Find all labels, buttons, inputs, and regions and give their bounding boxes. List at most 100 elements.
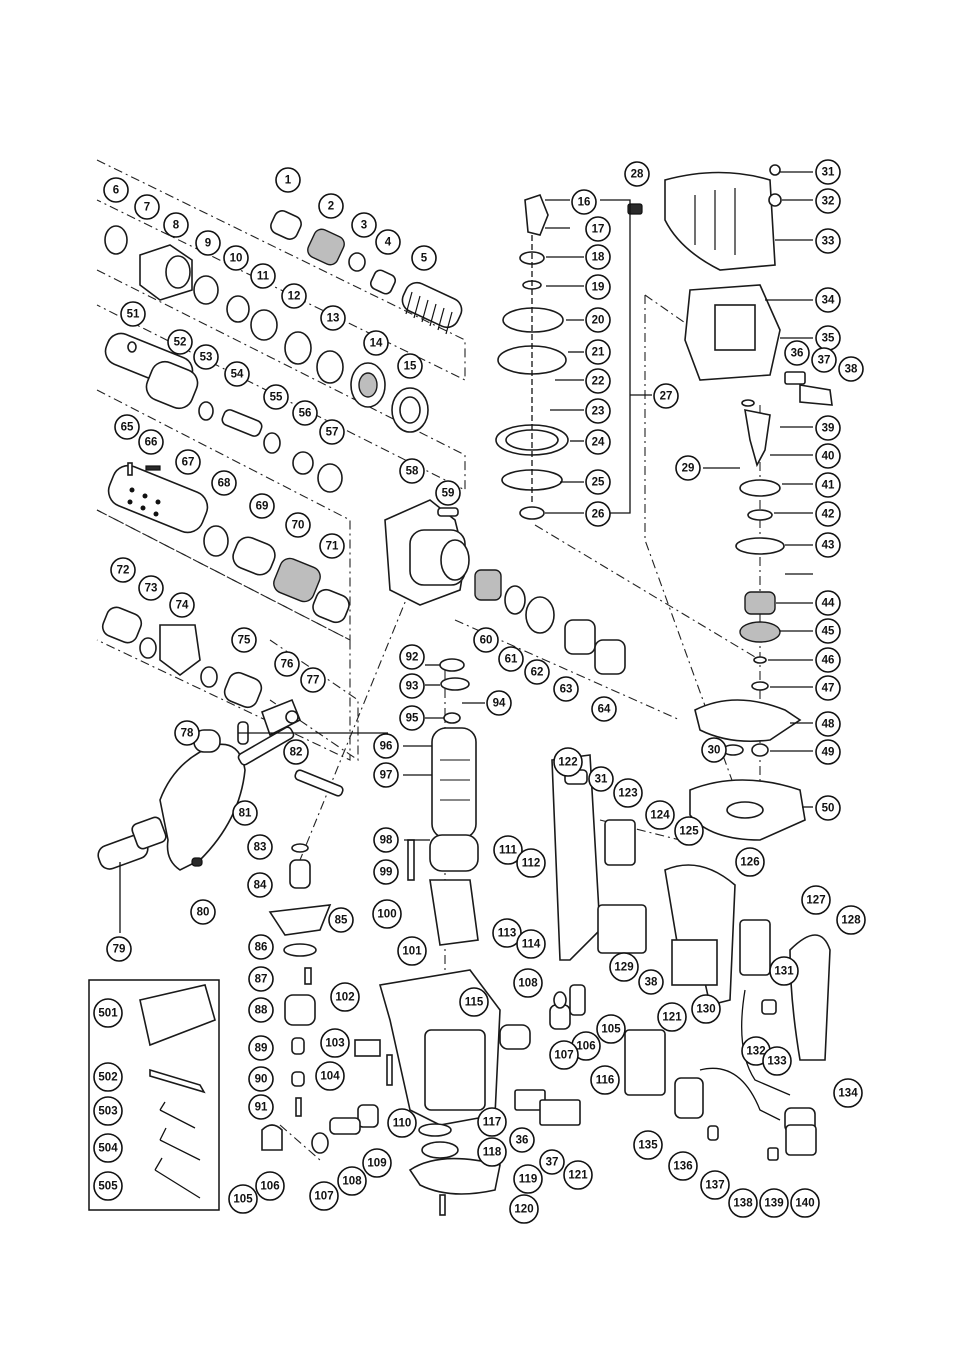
callout-57: 57 <box>319 419 345 445</box>
callout-40: 40 <box>815 443 841 469</box>
callout-label: 21 <box>592 347 605 359</box>
callout-118: 118 <box>477 1137 507 1167</box>
callout-label: 5 <box>421 253 428 265</box>
callout-label: 66 <box>145 437 158 449</box>
callout-label: 131 <box>774 966 794 978</box>
crank-housing-assembly <box>384 499 626 675</box>
callout-101: 101 <box>397 936 427 966</box>
callout-81: 81 <box>232 800 258 826</box>
callout-100: 100 <box>372 899 402 929</box>
callout-label: 32 <box>822 196 835 208</box>
callout-label: 36 <box>516 1135 529 1147</box>
callout-label: 4 <box>385 237 392 249</box>
callout-84: 84 <box>247 872 273 898</box>
callout-90: 90 <box>248 1066 274 1092</box>
callout-label: 102 <box>335 992 354 1004</box>
side-handle-assembly <box>97 726 344 871</box>
callout-label: 52 <box>174 337 187 349</box>
callout-49: 49 <box>815 739 841 765</box>
callout-label: 33 <box>822 236 835 248</box>
callout-136: 136 <box>668 1151 698 1181</box>
callout-60: 60 <box>473 627 499 653</box>
callout-label: 100 <box>377 909 396 921</box>
callout-label: 41 <box>822 480 835 492</box>
callout-119: 119 <box>513 1164 543 1194</box>
callout-21: 21 <box>585 339 611 365</box>
callout-label: 115 <box>465 997 484 1009</box>
front-cap-assembly <box>104 210 463 433</box>
gear-case-assembly <box>689 399 806 841</box>
callout-label: 124 <box>650 810 670 822</box>
callout-label: 82 <box>290 747 303 759</box>
callout-label: 44 <box>822 598 835 610</box>
callout-label: 93 <box>406 681 419 693</box>
callout-6: 6 <box>103 177 129 203</box>
callout-83: 83 <box>247 834 273 860</box>
callout-62: 62 <box>524 659 550 685</box>
callout-65: 65 <box>114 414 140 440</box>
callout-label: 31 <box>822 167 835 179</box>
callout-48: 48 <box>815 711 841 737</box>
callout-20: 20 <box>585 307 611 333</box>
callout-label: 14 <box>370 338 383 350</box>
callout-label: 57 <box>326 427 339 439</box>
callout-28: 28 <box>624 161 650 187</box>
callout-label: 70 <box>292 520 305 532</box>
callout-1: 1 <box>275 167 301 193</box>
leader-lines <box>119 171 813 933</box>
callout-label: 113 <box>498 928 517 940</box>
callout-38: 38 <box>838 356 864 382</box>
callout-54: 54 <box>224 361 250 387</box>
callout-label: 117 <box>483 1117 502 1129</box>
callout-64: 64 <box>591 696 617 722</box>
callout-22: 22 <box>585 368 611 394</box>
callout-67: 67 <box>175 449 201 475</box>
callout-30: 30 <box>701 737 727 763</box>
callout-122: 122 <box>553 747 583 777</box>
callout-label: 72 <box>117 565 130 577</box>
callout-63: 63 <box>553 676 579 702</box>
callout-label: 103 <box>325 1038 344 1050</box>
callout-17: 17 <box>585 216 611 242</box>
callout-label: 37 <box>546 1157 559 1169</box>
callout-85: 85 <box>328 907 354 933</box>
callout-label: 97 <box>380 770 393 782</box>
armature-assembly <box>407 658 479 946</box>
callout-32: 32 <box>815 188 841 214</box>
callout-label: 107 <box>554 1050 573 1062</box>
callout-label: 121 <box>662 1012 682 1024</box>
callout-label: 135 <box>638 1140 658 1152</box>
callout-121: 121 <box>563 1160 593 1190</box>
callout-label: 120 <box>514 1204 533 1216</box>
callout-139: 139 <box>759 1188 789 1218</box>
callout-label: 503 <box>98 1106 117 1118</box>
callout-13: 13 <box>320 305 346 331</box>
callout-label: 73 <box>145 583 158 595</box>
callout-78: 78 <box>174 720 200 746</box>
callout-label: 10 <box>230 253 243 265</box>
callout-87: 87 <box>248 966 274 992</box>
callout-label: 127 <box>806 895 825 907</box>
callout-label: 105 <box>233 1194 253 1206</box>
callout-26: 26 <box>585 501 611 527</box>
callout-label: 123 <box>618 788 637 800</box>
callout-45: 45 <box>815 618 841 644</box>
callout-96: 96 <box>373 733 399 759</box>
callout-97: 97 <box>373 762 399 788</box>
callout-label: 35 <box>822 333 835 345</box>
callout-15: 15 <box>397 353 423 379</box>
callout-label: 61 <box>505 654 518 666</box>
callout-label: 81 <box>239 808 252 820</box>
callout-503: 503 <box>93 1096 123 1126</box>
callout-71: 71 <box>319 533 345 559</box>
callout-label: 54 <box>231 369 244 381</box>
callout-138: 138 <box>728 1188 758 1218</box>
callout-label: 87 <box>255 974 268 986</box>
callout-130: 130 <box>691 994 721 1024</box>
callout-5: 5 <box>411 245 437 271</box>
callout-label: 69 <box>256 501 269 513</box>
callout-label: 19 <box>592 282 605 294</box>
callout-label: 136 <box>673 1161 692 1173</box>
callout-9: 9 <box>195 230 221 256</box>
callout-110: 110 <box>387 1108 417 1138</box>
